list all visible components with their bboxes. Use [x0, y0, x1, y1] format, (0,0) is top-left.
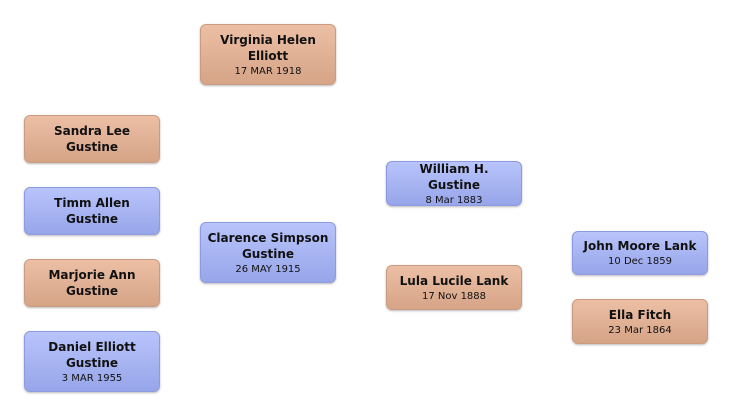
- person-card-sandra-lee-gustine[interactable]: Sandra Lee Gustine: [24, 115, 160, 163]
- person-card-virginia-helen-elliott[interactable]: Virginia Helen Elliott 17 MAR 1918: [200, 24, 336, 85]
- person-name: Clarence Simpson Gustine: [207, 230, 329, 261]
- person-name: Timm Allen Gustine: [54, 196, 130, 226]
- person-card-john-moore-lank[interactable]: John Moore Lank 10 Dec 1859: [572, 231, 708, 275]
- person-birth-date: 17 MAR 1918: [234, 65, 302, 77]
- person-birth-date: 8 Mar 1883: [425, 194, 483, 206]
- person-name: Lula Lucile Lank: [399, 273, 509, 288]
- person-name: Virginia Helen Elliott: [220, 32, 316, 63]
- person-card-ella-fitch[interactable]: Ella Fitch 23 Mar 1864: [572, 299, 708, 344]
- person-card-timm-allen-gustine[interactable]: Timm Allen Gustine: [24, 187, 160, 235]
- person-birth-date: 10 Dec 1859: [608, 256, 672, 267]
- person-name: William H. Gustine: [419, 161, 489, 192]
- person-name: Sandra Lee Gustine: [54, 124, 130, 154]
- person-card-daniel-elliott-gustine[interactable]: Daniel Elliott Gustine 3 MAR 1955: [24, 331, 160, 392]
- person-birth-date: 3 MAR 1955: [61, 372, 123, 384]
- person-birth-date: 17 Nov 1888: [421, 290, 487, 302]
- person-card-marjorie-ann-gustine[interactable]: Marjorie Ann Gustine: [24, 259, 160, 307]
- person-card-clarence-simpson-gustine[interactable]: Clarence Simpson Gustine 26 MAY 1915: [200, 222, 336, 283]
- person-name: Daniel Elliott Gustine: [48, 339, 136, 370]
- person-birth-date: 23 Mar 1864: [608, 324, 672, 336]
- person-birth-date: 26 MAY 1915: [235, 263, 301, 275]
- person-name: Marjorie Ann Gustine: [48, 268, 136, 298]
- person-card-william-h-gustine[interactable]: William H. Gustine 8 Mar 1883: [386, 161, 522, 206]
- person-card-lula-lucile-lank[interactable]: Lula Lucile Lank 17 Nov 1888: [386, 265, 522, 310]
- person-name: Ella Fitch: [608, 307, 672, 322]
- person-name: John Moore Lank: [583, 239, 697, 253]
